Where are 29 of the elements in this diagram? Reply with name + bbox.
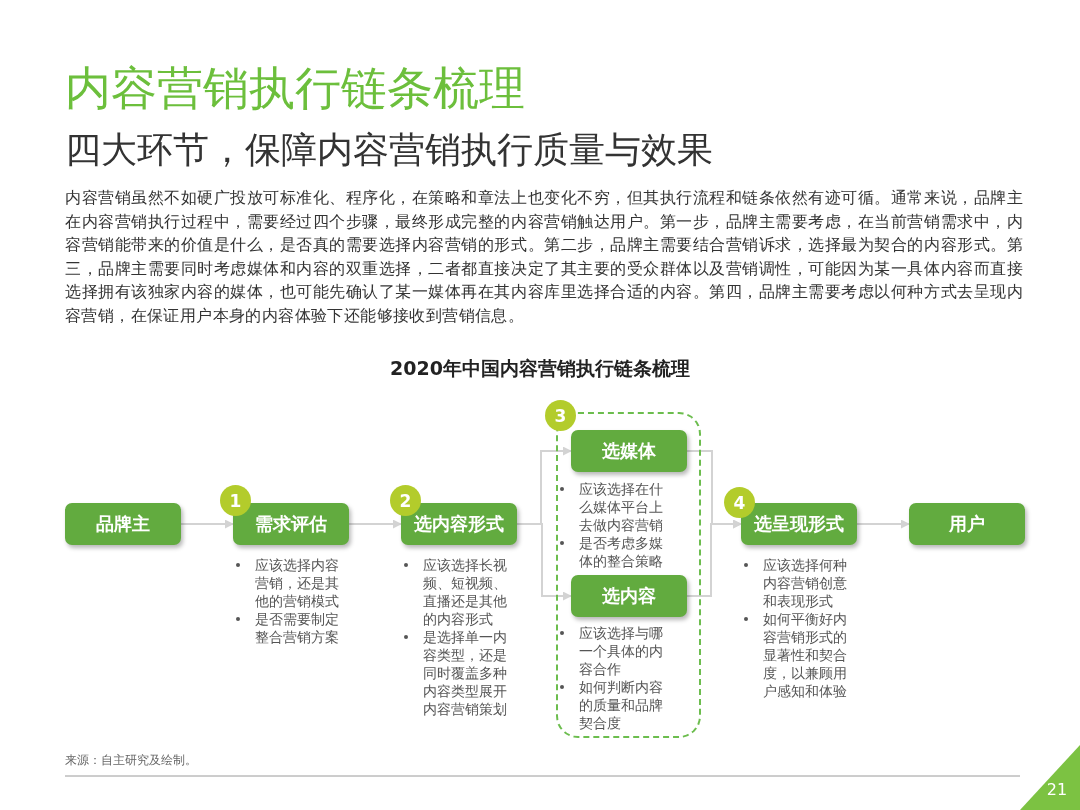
step-number-badge: 2: [390, 485, 421, 516]
bullet-text: 应该选择内容营销，还是其他的营销模式: [255, 557, 339, 609]
step-number-badge: 4: [724, 487, 755, 518]
connector-arrow: [348, 519, 402, 529]
bullet-text: 是否需要制定整合营销方案: [255, 611, 339, 645]
chart-title: 2020年中国内容营销执行链条梳理: [389, 356, 691, 381]
step-number-badge: 3: [545, 400, 576, 431]
process-box: 选媒体: [571, 430, 687, 472]
process-box: 选内容: [571, 575, 687, 617]
bullet-text: 如何平衡好内容营销形式的显著性和契合度，以兼顾用户感知和体验: [763, 611, 847, 699]
bullet-text: 应该选择何种内容营销创意和表现形式: [763, 557, 847, 609]
step-number-badge: 1: [220, 485, 251, 516]
page-title: 内容营销执行链条梳理: [65, 60, 525, 117]
bullet-text: 是否考虑多媒体的整合策略: [579, 535, 663, 569]
bullet-text: 如何判断内容的质量和品牌契合度: [579, 679, 663, 731]
bullet-text: 是选择单一内容类型，还是同时覆盖多种内容类型展开内容营销策划: [423, 629, 507, 717]
connector-arrow: [180, 519, 234, 529]
process-box: 品牌主: [65, 503, 181, 545]
process-box: 用户: [909, 503, 1025, 545]
subtitle: 四大环节，保障内容营销执行质量与效果: [65, 128, 714, 172]
connector-arrow: [856, 519, 910, 529]
source-note: 来源：自主研究及绘制。: [65, 752, 198, 769]
page-number: 21: [1045, 780, 1069, 799]
connector-arrow: [516, 523, 572, 601]
bullet-text: 应该选择在什么媒体平台上去做内容营销: [579, 481, 663, 533]
bullet-text: 应该选择长视频、短视频、直播还是其他的内容形式: [423, 557, 507, 627]
intro-paragraph: 内容营销虽然不如硬广投放可标准化、程序化，在策略和章法上也变化不穷，但其执行流程和链条依然有迹可循。通常来说，品牌主在内容营销执行过程中，需要经过四个步骤，最终形成完整的内容营销触达用户。第一步，品牌主需要考虑，在当前营销需求中，内容营销能带来的价值是什么，是否真的需要选择内容营销的形式。第二步，品牌主需要结合营销诉求，选择最为契合的内容形式。第三，品牌主需要同时考虑媒体和内容的双重选择，二者都直接决定了其主要的受众群体以及营销调性，可能因为某一具体内容而直接选择拥有该独家内容的媒体，也可能先确认了某一媒体再在其内容库里选择合适的内容。第四，品牌主需要考虑以何种方式去呈现内容营销，在保证用户本身的内容体验下还能够接收到营销信息。: [65, 188, 1023, 327]
connector-arrow: [686, 519, 742, 597]
bullet-text: 应该选择与哪一个具体的内容合作: [579, 625, 663, 677]
